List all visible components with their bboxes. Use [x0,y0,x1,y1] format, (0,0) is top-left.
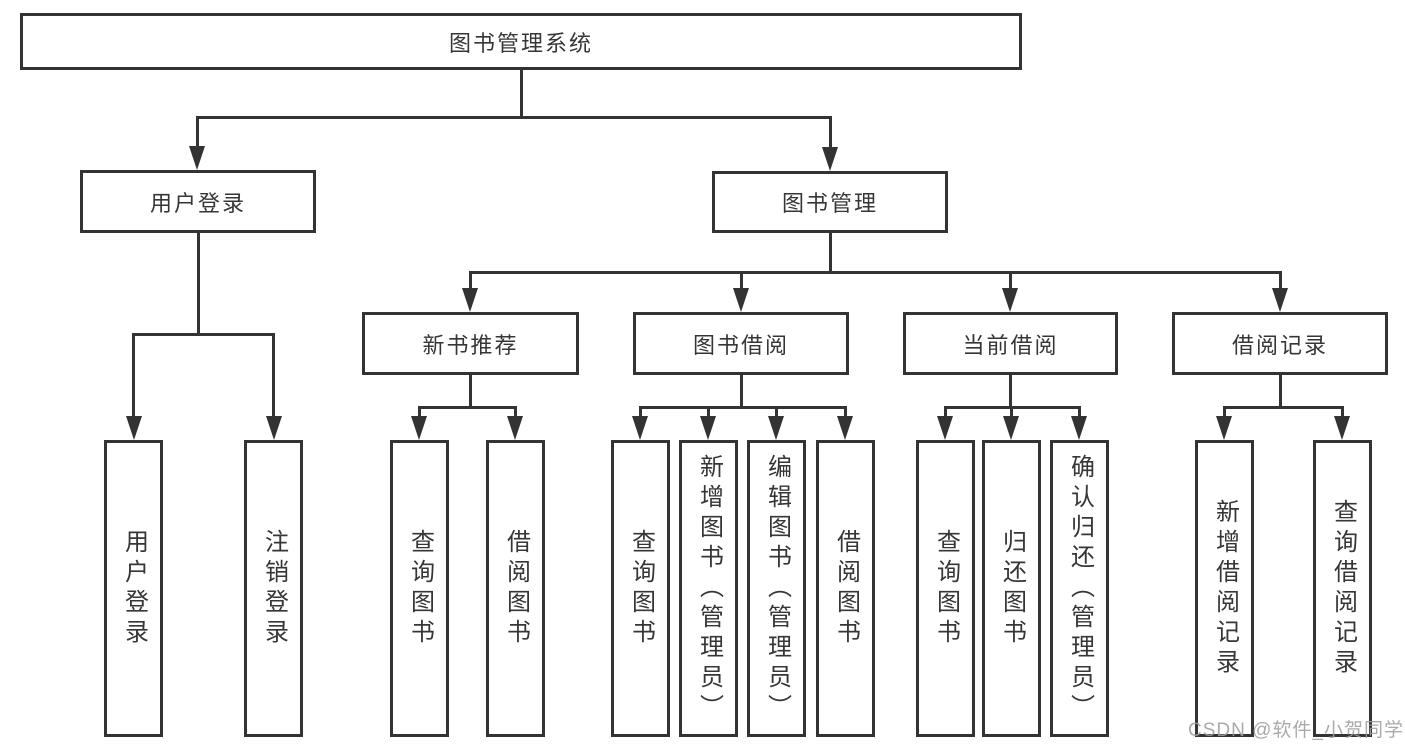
node-label: 确认归还（管理员） [1066,453,1094,724]
node-label: 查询图书 [627,528,655,649]
leaf-add-book-admin: 新增图书（管理员） [679,440,738,737]
connector-line [707,406,710,420]
csdn-watermark: CSDN @软件_小贺同学 [1188,720,1404,741]
connector-line [514,406,517,420]
arrow-down-icon [126,416,142,440]
node-label: 借阅图书 [832,528,860,649]
connector-line [196,116,832,119]
connector-line [829,116,832,149]
leaf-query-books-recommend: 查询图书 [390,440,449,737]
node-user-login: 用户登录 [80,170,316,233]
arrow-down-icon [733,288,749,312]
connector-line [639,406,642,420]
leaf-query-books-current: 查询图书 [916,440,975,737]
arrow-down-icon [189,146,205,170]
arrow-down-icon [1334,416,1350,440]
leaf-borrow-books-borrowing: 借阅图书 [816,440,875,737]
node-label: 新增借阅记录 [1211,498,1239,679]
leaf-query-borrow-record: 查询借阅记录 [1313,440,1372,737]
connector-line [1279,375,1282,409]
node-label: 借阅图书 [502,528,530,649]
arrow-down-icon [411,416,427,440]
leaf-query-books-borrowing: 查询图书 [611,440,670,737]
node-label: 查询借阅记录 [1329,498,1357,679]
connector-line [418,406,421,420]
node-label: 借阅记录 [1231,332,1328,358]
node-label: 图书管理 [781,191,878,216]
node-current-borrowing: 当前借阅 [903,312,1118,375]
connector-line [469,375,472,409]
node-book-borrowing: 图书借阅 [633,312,849,375]
connector-line [775,406,778,420]
connector-line [1279,271,1282,292]
node-label: 查询图书 [932,528,960,649]
arrow-down-icon [700,416,716,440]
node-root: 图书管理系统 [20,13,1022,70]
arrow-down-icon [837,416,853,440]
node-borrowing-records: 借阅记录 [1172,312,1388,375]
connector-line [1078,406,1081,420]
connector-line [740,271,743,292]
arrow-down-icon [822,147,838,171]
node-new-book-recommendation: 新书推荐 [362,312,579,375]
arrow-down-icon [632,416,648,440]
node-label: 用户登录 [120,528,148,649]
node-label: 图书管理系统 [448,30,593,56]
node-book-management: 图书管理 [712,171,948,233]
connector-line [1009,271,1012,292]
arrow-down-icon [1003,416,1019,440]
connector-line [272,333,275,420]
connector-line [829,233,832,274]
node-label: 用户登录 [149,190,246,216]
leaf-edit-book-admin: 编辑图书（管理员） [747,440,806,737]
arrow-down-icon [266,416,282,440]
leaf-logout: 注销登录 [244,440,303,737]
node-label: 归还图书 [998,528,1026,649]
connector-line [1010,406,1013,420]
connector-line [520,70,523,117]
leaf-confirm-return-admin: 确认归还（管理员） [1050,440,1109,737]
node-label: 注销登录 [260,528,288,649]
leaf-return-book: 归还图书 [982,440,1041,737]
connector-line [469,271,472,292]
connector-line [197,233,200,336]
arrow-down-icon [1002,288,1018,312]
arrow-down-icon [1272,288,1288,312]
arrow-down-icon [937,416,953,440]
connector-line [1223,406,1226,420]
leaf-borrow-books-recommend: 借阅图书 [486,440,545,737]
connector-line [639,406,847,409]
connector-line [1009,375,1012,409]
connector-line [132,333,275,336]
arrow-down-icon [1216,416,1232,440]
leaf-user-login: 用户登录 [104,440,163,737]
connector-line [944,406,947,420]
connector-line [1341,406,1344,420]
leaf-add-borrow-record: 新增借阅记录 [1195,440,1254,737]
connector-line [418,406,517,409]
node-label: 新书推荐 [422,332,519,358]
arrow-down-icon [1071,416,1087,440]
node-label: 新增图书（管理员） [695,453,723,724]
connector-line [1223,406,1344,409]
node-label: 当前借阅 [962,332,1059,358]
connector-line [132,333,135,420]
node-label: 图书借阅 [692,332,789,358]
connector-line [196,116,199,149]
connector-line [844,406,847,420]
node-label: 查询图书 [406,528,434,649]
connector-line [469,271,1282,274]
node-label: 编辑图书（管理员） [763,453,791,724]
arrow-down-icon [507,416,523,440]
connector-line [740,375,743,409]
arrow-down-icon [768,416,784,440]
arrow-down-icon [462,288,478,312]
